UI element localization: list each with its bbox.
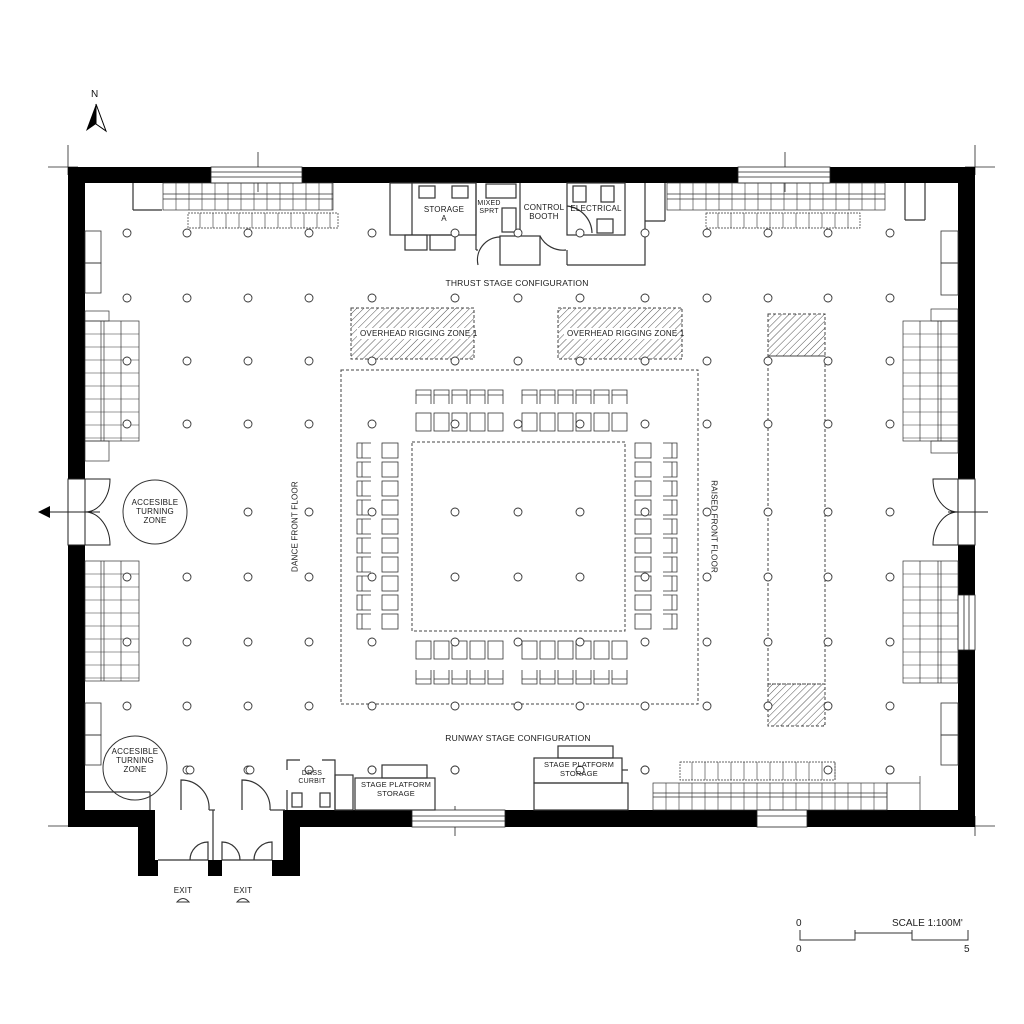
- exterior-walls: [68, 167, 975, 876]
- overhead-rigging-zones: [350, 307, 826, 727]
- accessible-turning-zone-upper: [122, 479, 188, 545]
- bleachers-left-upper: [84, 310, 140, 462]
- runway-stage-outline: [767, 355, 826, 685]
- vertical-zone-label-left: DANCE FRONT FLOOR: [290, 481, 300, 573]
- scale-label: SCALE 1:100M': [892, 918, 963, 929]
- bleachers-right-lower: [902, 560, 959, 684]
- room-label-line: STORAGE: [560, 768, 598, 778]
- bleachers-left-lower: [84, 560, 140, 682]
- room-label-line: CONTROL: [523, 203, 565, 212]
- north-arrow-icon: [86, 103, 108, 133]
- windows: [210, 166, 976, 828]
- accessible-label-line: ACCESIBLE: [131, 498, 179, 507]
- scale-start-top: 0: [796, 918, 802, 929]
- scale-end-bottom: 5: [964, 944, 970, 955]
- accessible-turning-zone-lower: [102, 735, 168, 801]
- exit-sign-icons: [175, 898, 251, 903]
- accessible-label-line: ACCESIBLE: [111, 747, 159, 756]
- room-label-mixed: MIXED SPRT: [474, 200, 504, 216]
- thrust-stage-configuration-label: THRUST STAGE CONFIGURATION: [445, 278, 589, 288]
- room-label-line: STORAGE: [423, 205, 465, 214]
- accessible-zone-lower-label: ACCESIBLE TURNING ZONE: [105, 747, 165, 775]
- room-label-control-booth: CONTROL BOOTH: [518, 203, 570, 221]
- thrust-stage-platform: [411, 441, 626, 632]
- room-label-line: SPRT: [479, 208, 499, 216]
- accessible-label-line: ZONE: [123, 765, 147, 775]
- bleacher-top-left-divisions: [85, 183, 958, 810]
- room-label-line: A: [441, 214, 447, 224]
- service-rooms-bottom: [85, 745, 629, 861]
- scale-bar: [799, 930, 969, 941]
- bleachers-bottom-right: [652, 761, 921, 811]
- service-rooms-top: [132, 182, 926, 266]
- exit-left-label: EXIT: [173, 886, 193, 895]
- accessible-label-line: TURNING: [116, 756, 154, 766]
- room-label-line: STORAGE: [377, 788, 415, 798]
- vertical-zone-label-right: RAISED FRONT FLOOR: [709, 480, 719, 573]
- room-label-line: CURBIT: [298, 778, 326, 786]
- entry-arrow-icon: [38, 506, 50, 518]
- room-label-line: STAGE PLATFORM: [543, 760, 615, 769]
- exit-right-label: EXIT: [233, 886, 253, 895]
- side-doors: [50, 478, 988, 546]
- accessible-label-line: ZONE: [143, 516, 167, 526]
- audience-seating: [356, 389, 678, 685]
- thrust-config-outline: [340, 369, 699, 705]
- accessible-label-line: TURNING: [136, 507, 174, 517]
- room-label-storage-a: STORAGE A: [414, 205, 474, 223]
- room-label-line: BOOTH: [529, 212, 559, 222]
- wall-benches: [84, 230, 959, 766]
- accessible-zone-upper-label: ACCESIBLE TURNING ZONE: [125, 498, 185, 526]
- stage-platform-storage-right-label: STAGE PLATFORM STORAGE: [538, 760, 620, 778]
- bleachers-top-left: [162, 182, 339, 229]
- north-label: N: [91, 89, 99, 100]
- room-label-line: DRSS: [301, 770, 323, 777]
- stage-platform-storage-left-label: STAGE PLATFORM STORAGE: [356, 780, 436, 798]
- dressing-room-label: DRSS CURBIT: [290, 770, 334, 786]
- bleachers-top-right: [666, 182, 886, 229]
- bleachers-right-upper: [902, 308, 959, 454]
- room-label-line: MIXED: [477, 200, 501, 207]
- overhead-rigging-zone-right-label: OVERHEAD RIGGING ZONE 1: [564, 328, 684, 340]
- runway-stage-configuration-label: RUNWAY STAGE CONFIGURATION: [445, 733, 591, 743]
- scale-start-bottom: 0: [796, 944, 802, 955]
- room-label-line: STAGE PLATFORM: [360, 780, 432, 789]
- overhead-rigging-zone-left-label: OVERHEAD RIGGING ZONE 1: [357, 328, 477, 340]
- room-label-electrical: ELECTRICAL: [570, 204, 622, 213]
- structural-columns: [122, 228, 895, 775]
